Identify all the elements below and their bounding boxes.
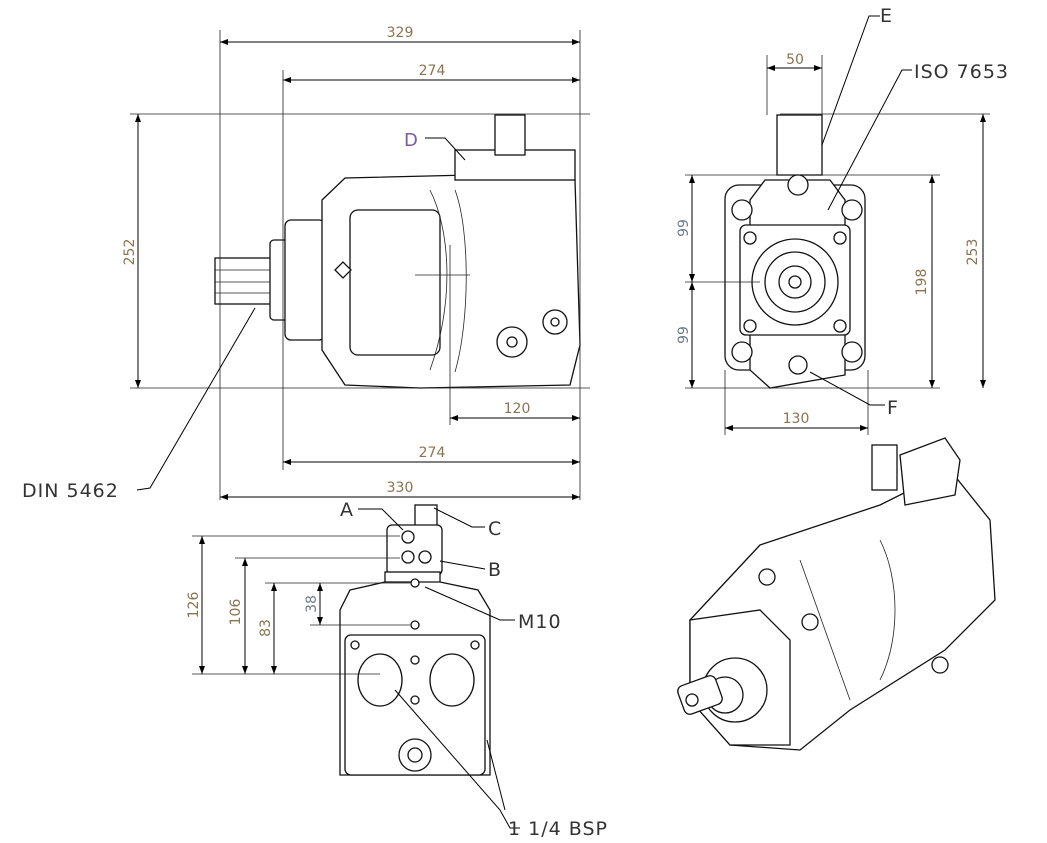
label-b: B: [488, 559, 502, 581]
top-view: A C B M10 126 106 83 38 1 1/4 BSP: [186, 499, 608, 840]
top-view-body: [339, 504, 491, 776]
dim-38: 38: [304, 595, 320, 613]
dim-overall-bottom: 330: [387, 480, 414, 496]
dim-106: 106: [228, 599, 244, 626]
dim-overall-top: 329: [387, 25, 414, 41]
label-din-5462: DIN 5462: [22, 480, 119, 502]
label-m10: M10: [518, 611, 562, 633]
dim-253: 253: [965, 239, 981, 266]
dim-body-bottom: 274: [419, 445, 446, 461]
front-view: 50 E ISO 7653 99 99 198 253 130 F: [676, 5, 1009, 435]
label-e: E: [880, 5, 893, 27]
dim-width-bottom: 130: [783, 411, 810, 427]
dim-upper: 99: [676, 219, 692, 237]
dim-126: 126: [186, 592, 202, 619]
front-view-body: [724, 114, 866, 389]
side-view: 329 274 252 120 274 330 D DIN 5462: [22, 25, 590, 502]
dim-body-top: 274: [419, 63, 446, 79]
label-f: F: [887, 397, 899, 419]
label-iso-7653: ISO 7653: [914, 61, 1009, 83]
dim-height: 252: [122, 239, 138, 266]
dim-width-top: 50: [786, 52, 804, 68]
isometric-view: [677, 437, 996, 751]
dim-lower: 99: [676, 326, 692, 344]
side-view-body: [214, 114, 581, 389]
label-a: A: [340, 499, 354, 521]
dim-83: 83: [258, 619, 274, 637]
dim-198: 198: [914, 269, 930, 296]
dim-shaft-offset: 120: [504, 401, 531, 417]
label-1-1-4-bsp: 1 1/4 BSP: [508, 818, 608, 840]
label-c: C: [488, 518, 502, 540]
label-d: D: [404, 130, 418, 151]
